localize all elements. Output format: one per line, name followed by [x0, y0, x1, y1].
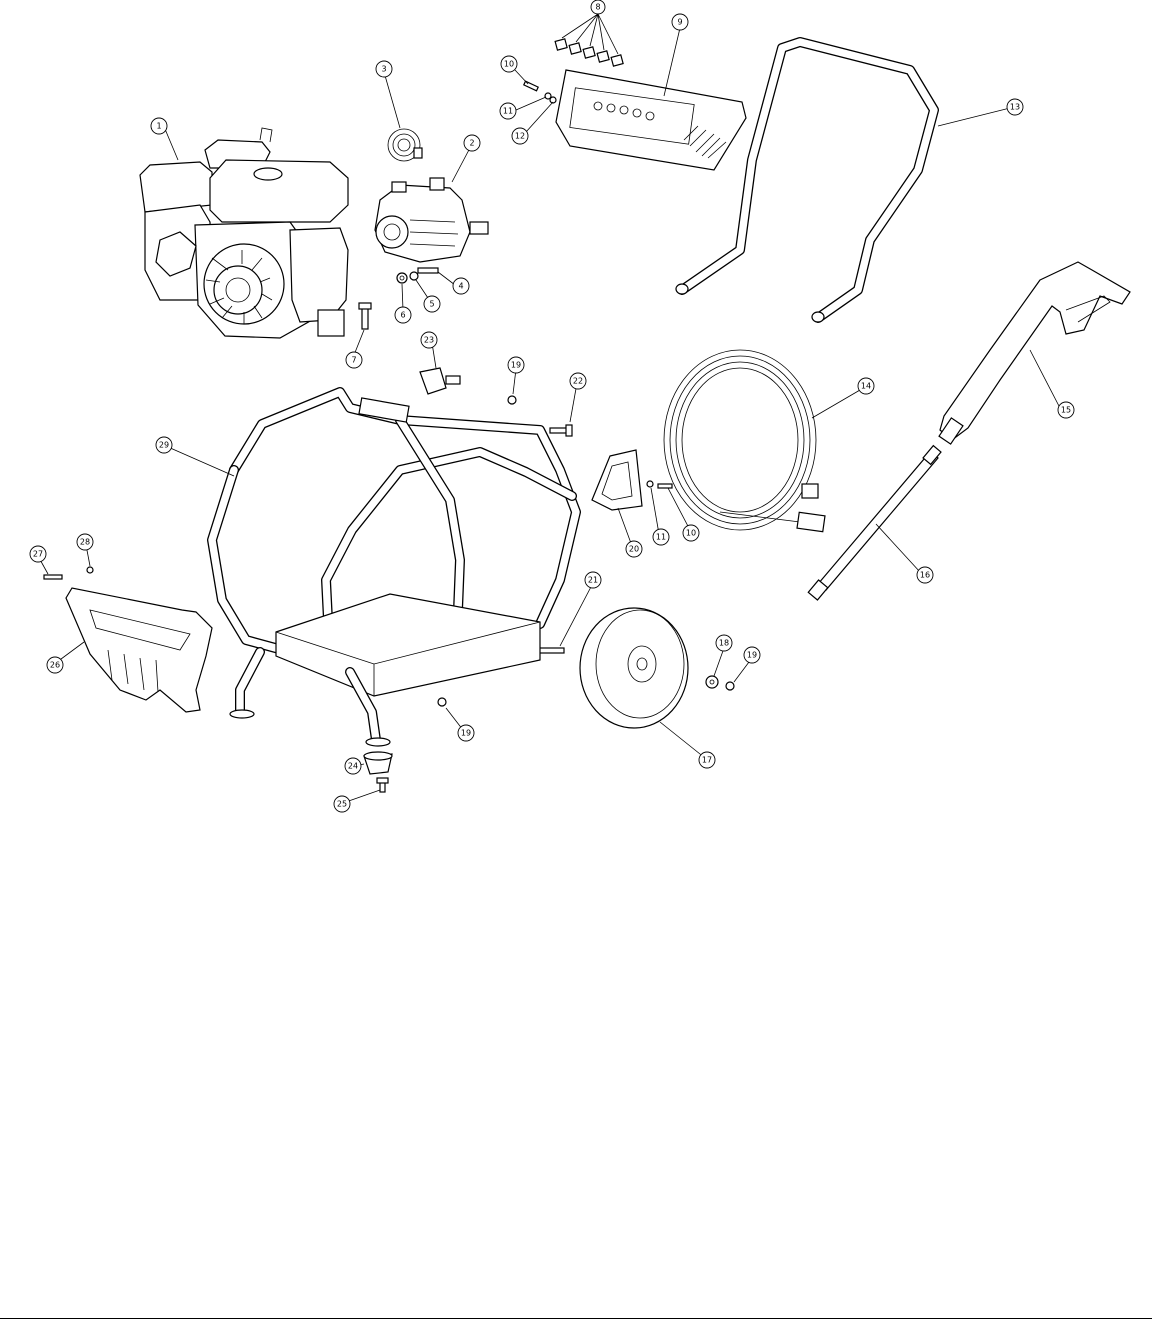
svg-text:13: 13 — [1010, 103, 1020, 112]
callout-27: 27 — [29, 545, 47, 563]
coil-part — [387, 128, 423, 162]
svg-text:24: 24 — [348, 762, 358, 771]
svg-text:14: 14 — [861, 382, 871, 391]
wheel-hardware — [437, 395, 735, 707]
callout-29: 29 — [155, 436, 173, 454]
callout-18: 18 — [715, 634, 733, 652]
svg-text:10: 10 — [686, 529, 696, 538]
svg-text:21: 21 — [588, 576, 598, 585]
bolt-22 — [549, 424, 573, 437]
svg-text:8: 8 — [595, 3, 600, 12]
nozzle-tips — [554, 38, 624, 67]
callout-3: 3 — [375, 60, 393, 78]
callout-15: 15 — [1057, 401, 1075, 419]
svg-text:6: 6 — [400, 311, 405, 320]
svg-text:19: 19 — [461, 729, 471, 738]
callout-11-upper: 11 — [499, 102, 517, 120]
svg-text:29: 29 — [159, 441, 169, 450]
fitting-23 — [419, 367, 461, 395]
svg-text:3: 3 — [381, 65, 386, 74]
spray-wand — [807, 444, 942, 601]
callout-28: 28 — [76, 533, 94, 551]
engine-part — [139, 127, 349, 339]
svg-text:12: 12 — [515, 132, 525, 141]
callout-21: 21 — [584, 571, 602, 589]
front-shroud — [65, 587, 213, 713]
callout-12: 12 — [511, 127, 529, 145]
svg-text:19: 19 — [747, 651, 757, 660]
svg-text:1: 1 — [156, 122, 161, 131]
callout-20: 20 — [625, 540, 643, 558]
upper-handle — [675, 37, 939, 323]
callout-6: 6 — [394, 306, 412, 324]
spray-gun — [938, 261, 1131, 445]
callout-10-upper: 10 — [500, 55, 518, 73]
callout-17: 17 — [698, 751, 716, 769]
svg-text:28: 28 — [80, 538, 90, 547]
svg-text:17: 17 — [702, 756, 712, 765]
callout-19-top: 19 — [507, 356, 525, 374]
callout-5: 5 — [423, 295, 441, 313]
svg-text:18: 18 — [719, 639, 729, 648]
pump-part — [374, 177, 489, 263]
callout-23: 23 — [420, 331, 438, 349]
svg-text:25: 25 — [337, 800, 347, 809]
svg-text:9: 9 — [677, 18, 682, 27]
main-frame — [207, 387, 581, 747]
svg-text:5: 5 — [429, 300, 434, 309]
shroud-hardware — [43, 566, 94, 580]
footer-rule — [0, 1318, 1152, 1319]
svg-text:15: 15 — [1061, 406, 1071, 415]
callout-22: 22 — [569, 372, 587, 390]
pump-hardware — [358, 267, 439, 330]
svg-text:11: 11 — [503, 107, 513, 116]
svg-text:4: 4 — [458, 282, 463, 291]
wheel — [579, 607, 689, 729]
callout-19-wheel: 19 — [743, 646, 761, 664]
callout-1: 1 — [150, 117, 168, 135]
svg-text:27: 27 — [33, 550, 43, 559]
nozzle-holder — [555, 69, 747, 171]
svg-text:22: 22 — [573, 377, 583, 386]
callout-9: 9 — [671, 13, 689, 31]
callout-7: 7 — [345, 351, 363, 369]
callout-10-lower: 10 — [682, 524, 700, 542]
svg-text:16: 16 — [920, 571, 930, 580]
callout-24: 24 — [344, 757, 362, 775]
callout-4: 4 — [452, 277, 470, 295]
svg-text:2: 2 — [469, 139, 474, 148]
svg-text:19: 19 — [511, 361, 521, 370]
callout-14: 14 — [857, 377, 875, 395]
callout-13: 13 — [1006, 98, 1024, 116]
svg-text:23: 23 — [424, 336, 434, 345]
svg-text:11: 11 — [656, 533, 666, 542]
callout-19-bottom: 19 — [457, 724, 475, 742]
hose-hook — [591, 449, 673, 511]
rubber-foot — [363, 751, 393, 793]
callout-16: 16 — [916, 566, 934, 584]
hose-coil — [663, 349, 826, 533]
svg-text:7: 7 — [351, 356, 356, 365]
svg-text:10: 10 — [504, 60, 514, 69]
callout-2: 2 — [463, 134, 481, 152]
svg-text:26: 26 — [50, 661, 60, 670]
callout-25: 25 — [333, 795, 351, 813]
callout-8: 8 — [590, 0, 606, 15]
callout-26: 26 — [46, 656, 64, 674]
callout-11-lower: 11 — [652, 528, 670, 546]
svg-text:20: 20 — [629, 545, 639, 554]
